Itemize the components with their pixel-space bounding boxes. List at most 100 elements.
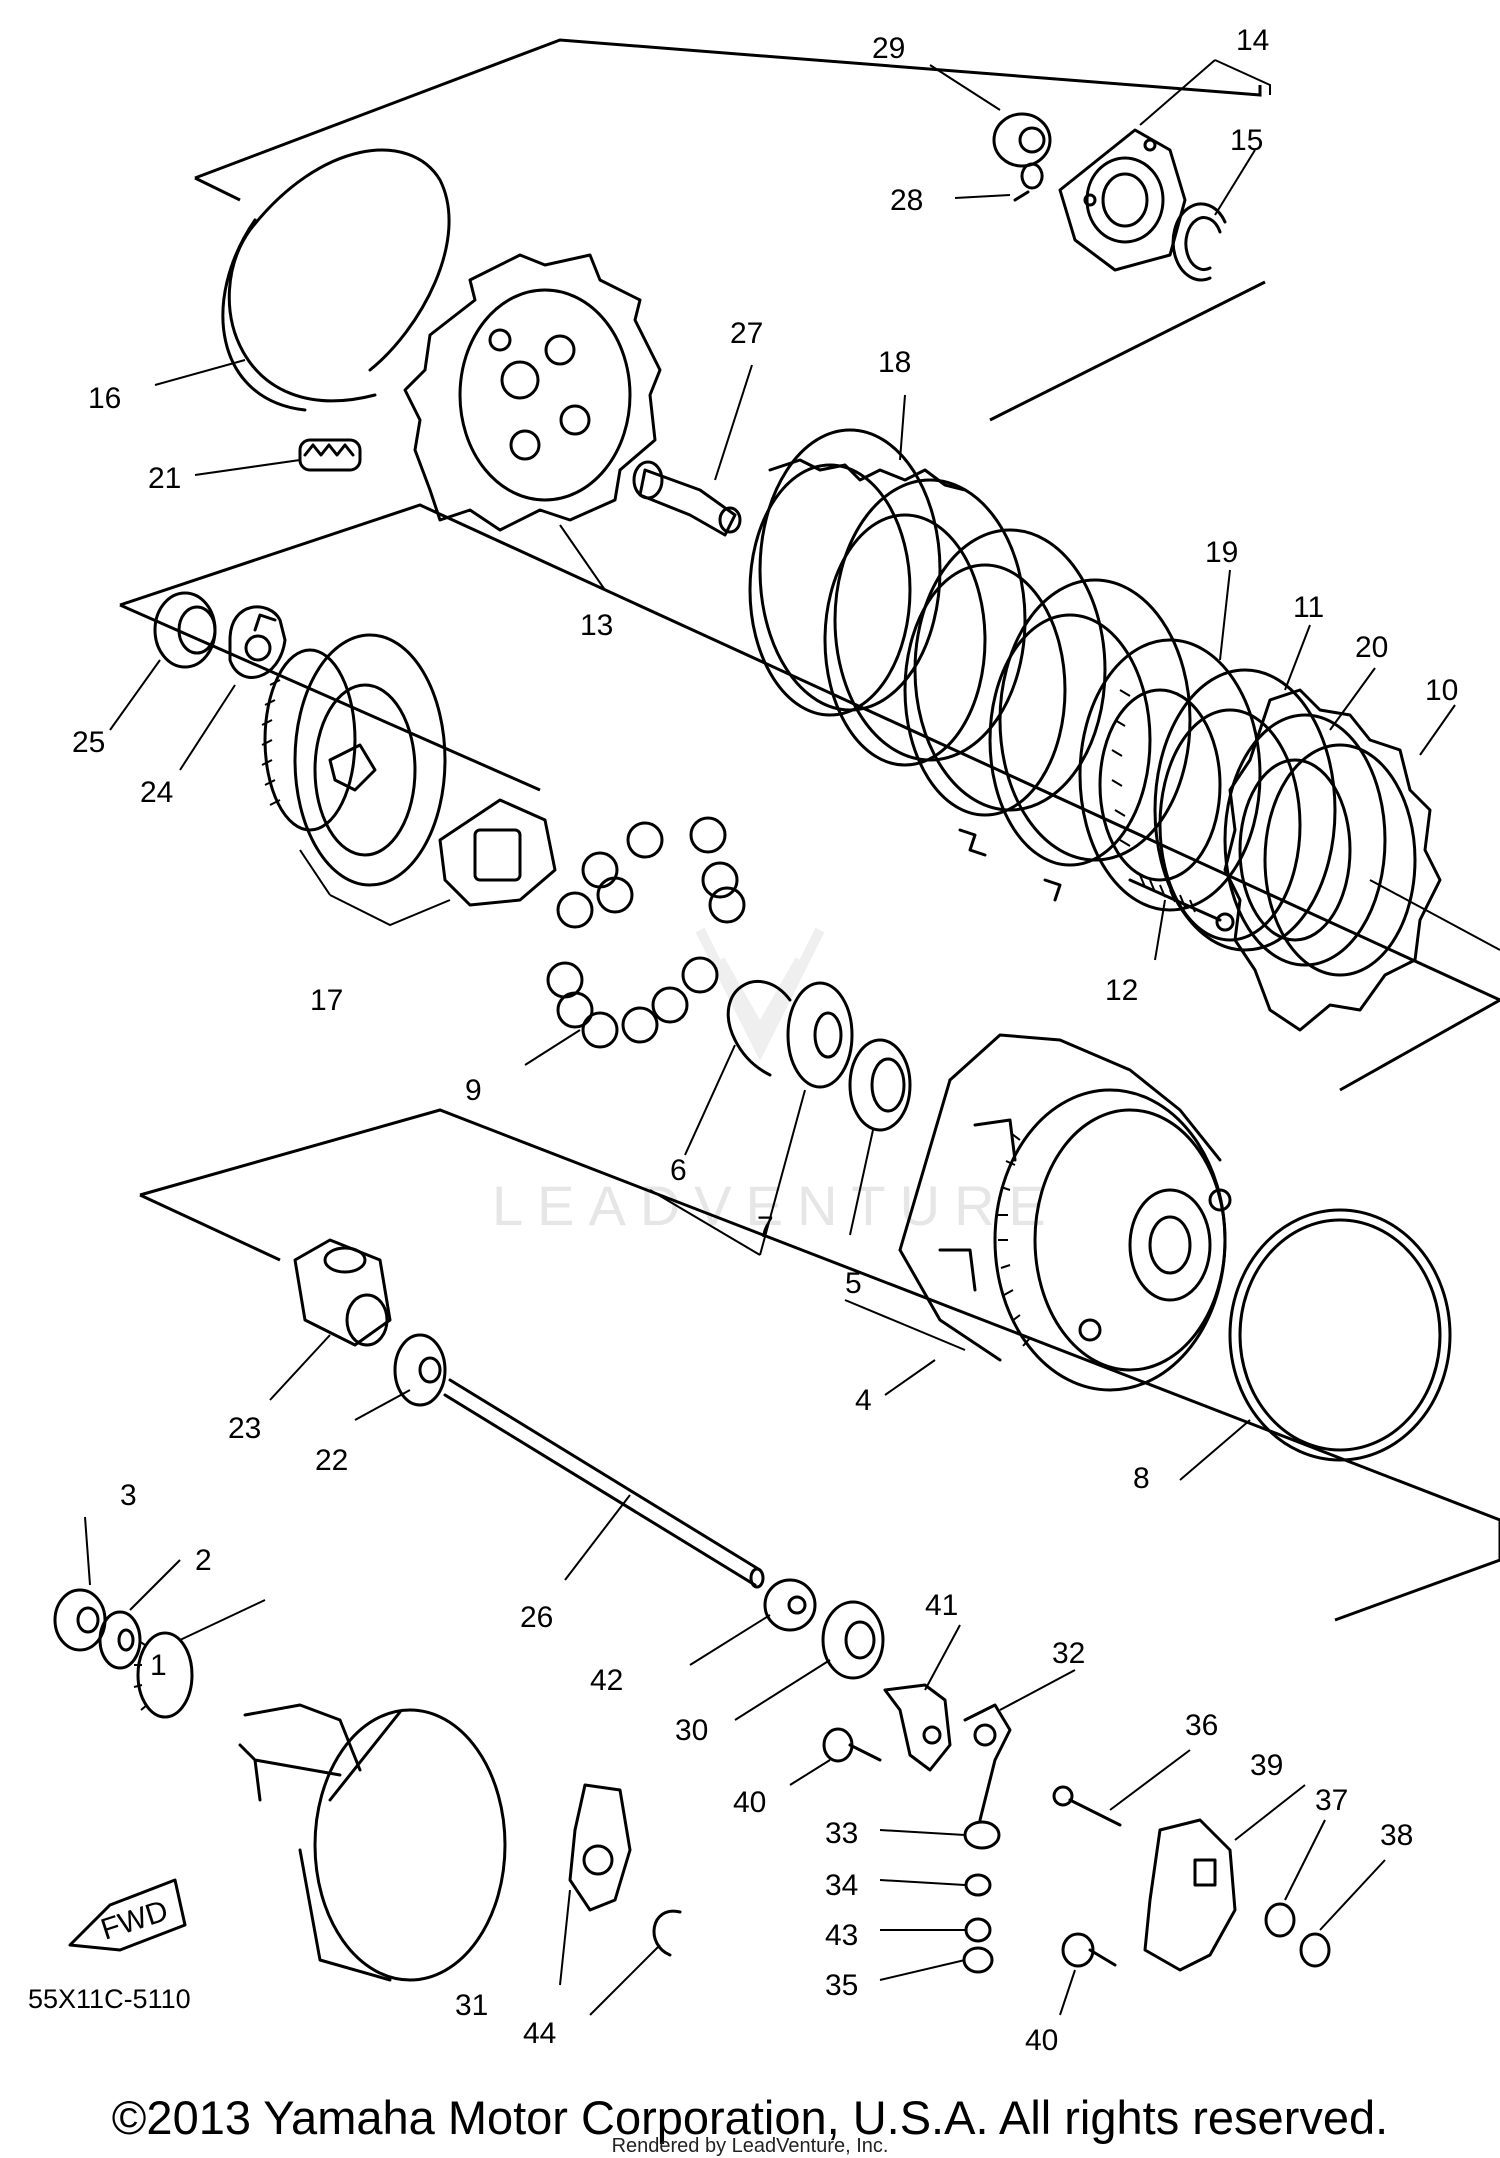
friction-plate-20: [1223, 713, 1387, 967]
label-26: 26: [520, 1601, 553, 1634]
label-29: 29: [872, 32, 905, 65]
leader-lines: [84, 59, 1456, 2016]
push-rod-26: [443, 1378, 765, 1589]
thrust-washer-7: [786, 981, 854, 1089]
bearing-housing-14: [1058, 128, 1187, 272]
label-16: 16: [88, 382, 121, 415]
label-37: 37: [1315, 1784, 1348, 1817]
pressure-plate-13: [403, 253, 662, 532]
screw-40-lower: [1061, 1932, 1117, 1968]
label-39: 39: [1250, 1749, 1283, 1782]
label-24: 24: [140, 776, 173, 809]
primary-drive-gear-1: [133, 1631, 194, 1719]
label-38: 38: [1380, 1819, 1413, 1852]
clutch-housing-4: [898, 1033, 1232, 1392]
screw-40-upper: [822, 1727, 882, 1763]
label-25: 25: [72, 726, 105, 759]
o-ring-8: [1228, 1208, 1452, 1462]
washer-42: [763, 1578, 817, 1632]
washer-37: [1264, 1902, 1296, 1938]
label-6: 6: [670, 1154, 687, 1187]
watermark-text: LEADVENTURE: [492, 1174, 1060, 1237]
label-5: 5: [845, 1267, 862, 1300]
diagram-code: 55X11C-5110: [28, 1984, 191, 2014]
push-rod-27: [632, 460, 742, 537]
label-18: 18: [878, 346, 911, 379]
label-35: 35: [825, 1969, 858, 2002]
label-36: 36: [1185, 1709, 1218, 1742]
label-43: 43: [825, 1919, 858, 1952]
label-1: 1: [150, 1649, 167, 1682]
collar-34: [964, 1873, 992, 1897]
label-40-lower: 40: [1025, 2024, 1058, 2057]
group-frames: [119, 38, 1500, 1622]
wire-ring-16: [221, 148, 451, 412]
label-8: 8: [1133, 1462, 1150, 1495]
label-33: 33: [825, 1817, 858, 1850]
label-4: 4: [855, 1384, 872, 1417]
nut-38: [1299, 1932, 1331, 1968]
nut-29: [992, 112, 1052, 168]
clutch-plate-11: [1153, 668, 1337, 952]
arm-32: [963, 1703, 1012, 1822]
part-labels: 1 2 3 4 5 6 7 8 9 10 11 12 13 14 15 16 1…: [72, 24, 1458, 2057]
label-22: 22: [315, 1444, 348, 1477]
label-42: 42: [590, 1664, 623, 1697]
label-2: 2: [195, 1544, 212, 1577]
nut-3: [53, 1588, 107, 1652]
lock-washer-2: [98, 1610, 142, 1670]
circlip-15: [1171, 202, 1227, 282]
pressure-plate-10: [1223, 688, 1500, 1032]
washer-22: [393, 1333, 447, 1407]
label-7: 7: [757, 1211, 774, 1244]
circlip-6: [726, 980, 792, 1077]
label-3: 3: [120, 1479, 137, 1512]
lever-41: [883, 1683, 952, 1772]
label-31: 31: [455, 1989, 488, 2022]
label-20: 20: [1355, 631, 1388, 664]
bolt-12: [1128, 874, 1235, 932]
friction-plate-19: [1078, 638, 1262, 912]
label-27: 27: [730, 317, 763, 350]
driven-gear-assembly-17: [261, 633, 557, 907]
label-17: 17: [310, 984, 343, 1017]
label-32: 32: [1052, 1637, 1085, 1670]
label-13: 13: [580, 609, 613, 642]
nut-43: [964, 1917, 992, 1943]
circlip-44: [652, 1909, 682, 1957]
copyright-notice: ©2013 Yamaha Motor Corporation, U.S.A. A…: [111, 2091, 1389, 2144]
cover-plate: [238, 1703, 507, 1982]
label-11: 11: [1293, 591, 1324, 624]
oil-seal-25: [153, 591, 217, 669]
label-23: 23: [228, 1412, 261, 1445]
fwd-arrow-icon: FWD: [68, 1878, 187, 1952]
oil-seal-30: [821, 1600, 885, 1680]
spring-21: [298, 438, 362, 472]
balls-9: [546, 816, 746, 1049]
label-15: 15: [1230, 124, 1263, 157]
rendered-by-note: Rendered by LeadVenture, Inc.: [611, 2135, 889, 2157]
screw-28: [1013, 162, 1044, 202]
label-34: 34: [825, 1869, 858, 1902]
label-21: 21: [148, 462, 181, 495]
label-14: 14: [1236, 24, 1269, 57]
watermark-logo: [695, 927, 825, 1062]
label-12: 12: [1105, 974, 1138, 1007]
label-19: 19: [1205, 536, 1238, 569]
label-40-upper: 40: [733, 1786, 766, 1819]
label-30: 30: [675, 1714, 708, 1747]
label-44: 44: [523, 2017, 556, 2050]
collar-23: [293, 1238, 392, 1347]
bracket-39: [1143, 1818, 1237, 1972]
bolt-36: [1052, 1785, 1122, 1827]
svg-text:FWD: FWD: [97, 1894, 172, 1946]
clutch-plate-stack-18: [748, 428, 1192, 902]
oil-seal-5: [848, 1038, 912, 1132]
label-10: 10: [1425, 674, 1458, 707]
label-41: 41: [925, 1589, 958, 1622]
push-lever-cam-31: [568, 1783, 632, 1912]
lock-washer-24: [228, 605, 287, 679]
bushing-33: [963, 1820, 1001, 1850]
washer-35: [962, 1946, 994, 1974]
